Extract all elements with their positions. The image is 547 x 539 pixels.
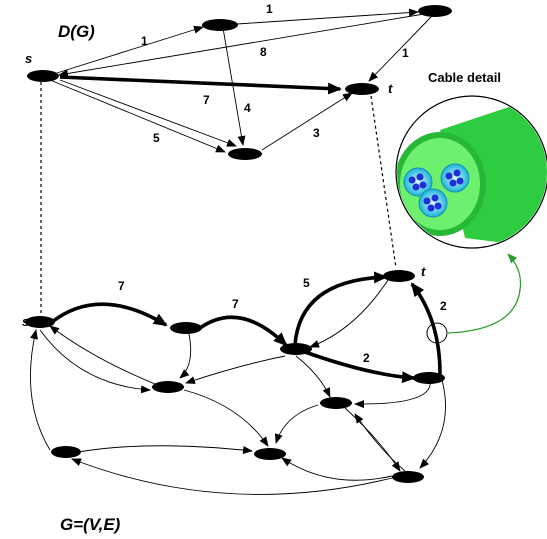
cable-drawing bbox=[397, 97, 547, 247]
edge-k-g bbox=[71, 458, 401, 495]
cable-lens-small bbox=[426, 322, 448, 344]
node-k bbox=[392, 471, 424, 483]
node-s-top bbox=[27, 70, 59, 82]
weight-a-c: 4 bbox=[244, 101, 251, 115]
projection-line-t bbox=[370, 95, 397, 269]
cable-strands bbox=[403, 163, 470, 218]
edge-e-h bbox=[183, 389, 269, 447]
edge-b-t bbox=[368, 15, 433, 82]
callout-arrow bbox=[447, 253, 522, 334]
node-c-top bbox=[228, 148, 262, 160]
label-s-top: s bbox=[25, 51, 32, 66]
node-t-bottom bbox=[383, 270, 415, 282]
node-t-top bbox=[345, 83, 379, 95]
weight-m-q: 2 bbox=[363, 351, 370, 365]
edge-q-t-thick bbox=[410, 282, 442, 375]
edge-s-c-upper bbox=[59, 79, 237, 147]
label-s-bottom: s bbox=[22, 314, 29, 329]
edge-h-k bbox=[281, 457, 393, 481]
edge-m-t-thick bbox=[293, 271, 388, 346]
cable-detail: Cable detail bbox=[395, 70, 547, 344]
weight-s-a: 1 bbox=[141, 34, 148, 48]
cable-title: Cable detail bbox=[428, 70, 501, 85]
weight-s-c: 7 bbox=[203, 93, 210, 107]
node-e bbox=[152, 381, 184, 393]
edge-a-c bbox=[222, 27, 246, 146]
weight-s-p: 7 bbox=[118, 279, 125, 293]
node-h bbox=[254, 448, 286, 460]
edge-a-b bbox=[236, 8, 419, 25]
weight-a-b: 1 bbox=[266, 2, 273, 16]
node-p bbox=[170, 322, 202, 334]
node-q bbox=[413, 372, 445, 384]
weight-p-m: 7 bbox=[232, 297, 239, 311]
edge-g-s bbox=[29, 329, 51, 451]
edge-s-p-thick bbox=[50, 302, 168, 327]
weight-s-c2: 5 bbox=[153, 131, 160, 145]
edge-b-s bbox=[58, 13, 425, 78]
edge-s-t-thick bbox=[59, 75, 342, 95]
node-m bbox=[280, 343, 312, 355]
weight-b-s: 8 bbox=[260, 45, 267, 59]
edge-m-f bbox=[295, 355, 331, 398]
g-title: G=(V,E) bbox=[60, 515, 121, 534]
edge-p-m-thick bbox=[198, 315, 288, 347]
edge-s-c-lower bbox=[49, 79, 226, 153]
edge-g-h bbox=[77, 445, 253, 455]
edge-s-e bbox=[39, 329, 151, 394]
edge-m-q-thick bbox=[304, 350, 416, 384]
weight-m-t: 5 bbox=[303, 276, 310, 290]
edge-p-e bbox=[179, 333, 192, 379]
dg-title: D(G) bbox=[58, 22, 95, 41]
weight-q-t: 2 bbox=[440, 299, 447, 313]
node-a-top bbox=[202, 19, 238, 31]
node-b-top bbox=[418, 5, 452, 17]
label-t-top: t bbox=[388, 81, 393, 96]
bottom-graph: 7 7 5 2 2 s t G=(V,E) bbox=[22, 264, 447, 534]
edge-s-a bbox=[56, 25, 204, 74]
weight-b-t: 1 bbox=[402, 46, 409, 60]
weight-c-t: 3 bbox=[313, 126, 320, 140]
edge-t-m bbox=[309, 279, 389, 348]
edge-e-s bbox=[49, 325, 161, 387]
edge-c-t bbox=[261, 92, 353, 151]
edge-f-k bbox=[344, 407, 401, 472]
edge-k-f bbox=[354, 413, 406, 472]
node-f bbox=[320, 397, 352, 409]
edge-q-k bbox=[419, 379, 446, 469]
node-s-bottom bbox=[25, 316, 55, 328]
edge-f-h bbox=[274, 404, 319, 444]
edge-m-e bbox=[185, 355, 286, 384]
top-graph: D(G) 1 1 8 1 7 4 5 3 s t bbox=[25, 2, 452, 160]
node-g bbox=[51, 446, 81, 458]
label-t-bottom: t bbox=[421, 264, 426, 279]
edge-q-f bbox=[354, 379, 431, 409]
